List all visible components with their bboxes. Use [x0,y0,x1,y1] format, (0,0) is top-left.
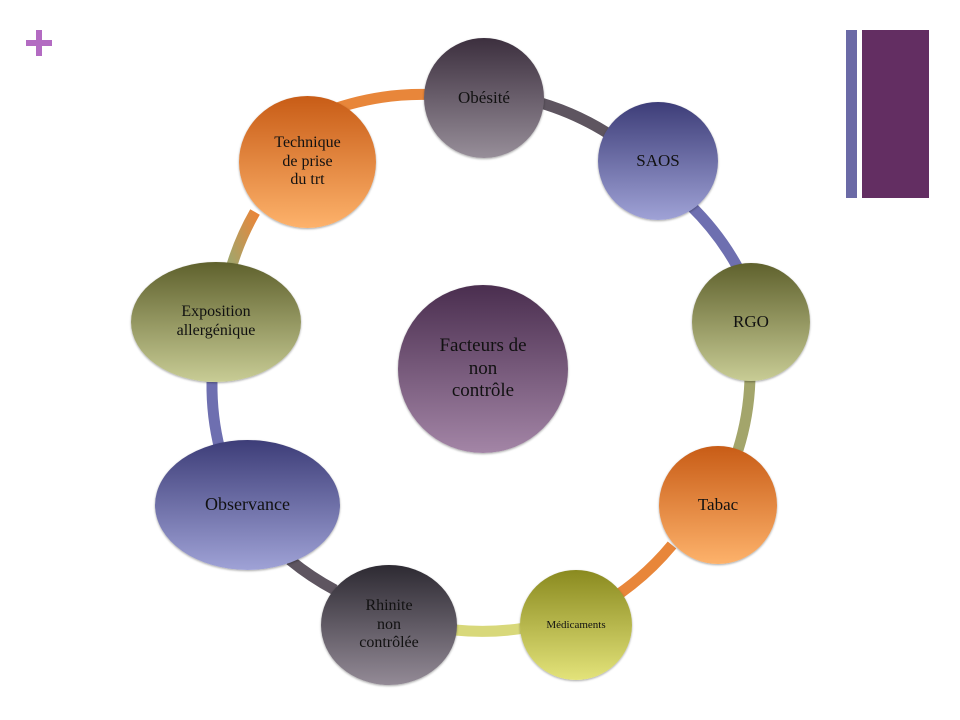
node-rhinite: Rhinite non contrôlée [321,565,457,685]
node-tabac: Tabac [659,446,777,564]
node-rgo-label: RGO [733,311,769,331]
node-observance: Observance [155,440,340,570]
ring-arc-left [206,381,226,452]
plus-icon [24,28,54,58]
node-saos: SAOS [598,102,718,220]
node-tabac-label: Tabac [697,494,739,514]
node-exposition-label: Exposition allergénique [176,303,256,339]
accent-bar-thin [846,30,857,198]
node-obesite: Obésité [424,38,544,158]
ring-arc-lower-left [286,555,338,595]
center-node-label: Facteurs de non contrôle [439,335,527,402]
node-exposition: Exposition allergénique [131,262,301,382]
node-observance-label: Observance [205,494,290,515]
node-rgo: RGO [692,263,810,381]
ring-arc-right [732,377,756,452]
node-technique: Technique de prise du trt [239,96,376,228]
center-node: Facteurs de non contrôle [398,285,568,453]
node-rhinite-label: Rhinite non contrôlée [359,596,419,652]
ring-arc-bottom [454,622,526,637]
node-obesite-label: Obésité [458,87,510,107]
node-medicaments-label: Médicaments [546,618,606,631]
ring-arc-upper-right [686,201,743,271]
accent-bar-thick [862,30,929,198]
node-medicaments: Médicaments [520,570,632,680]
node-technique-label: Technique de prise du trt [274,133,341,189]
node-saos-label: SAOS [636,150,680,170]
ring-arc-upper-left [226,209,260,267]
